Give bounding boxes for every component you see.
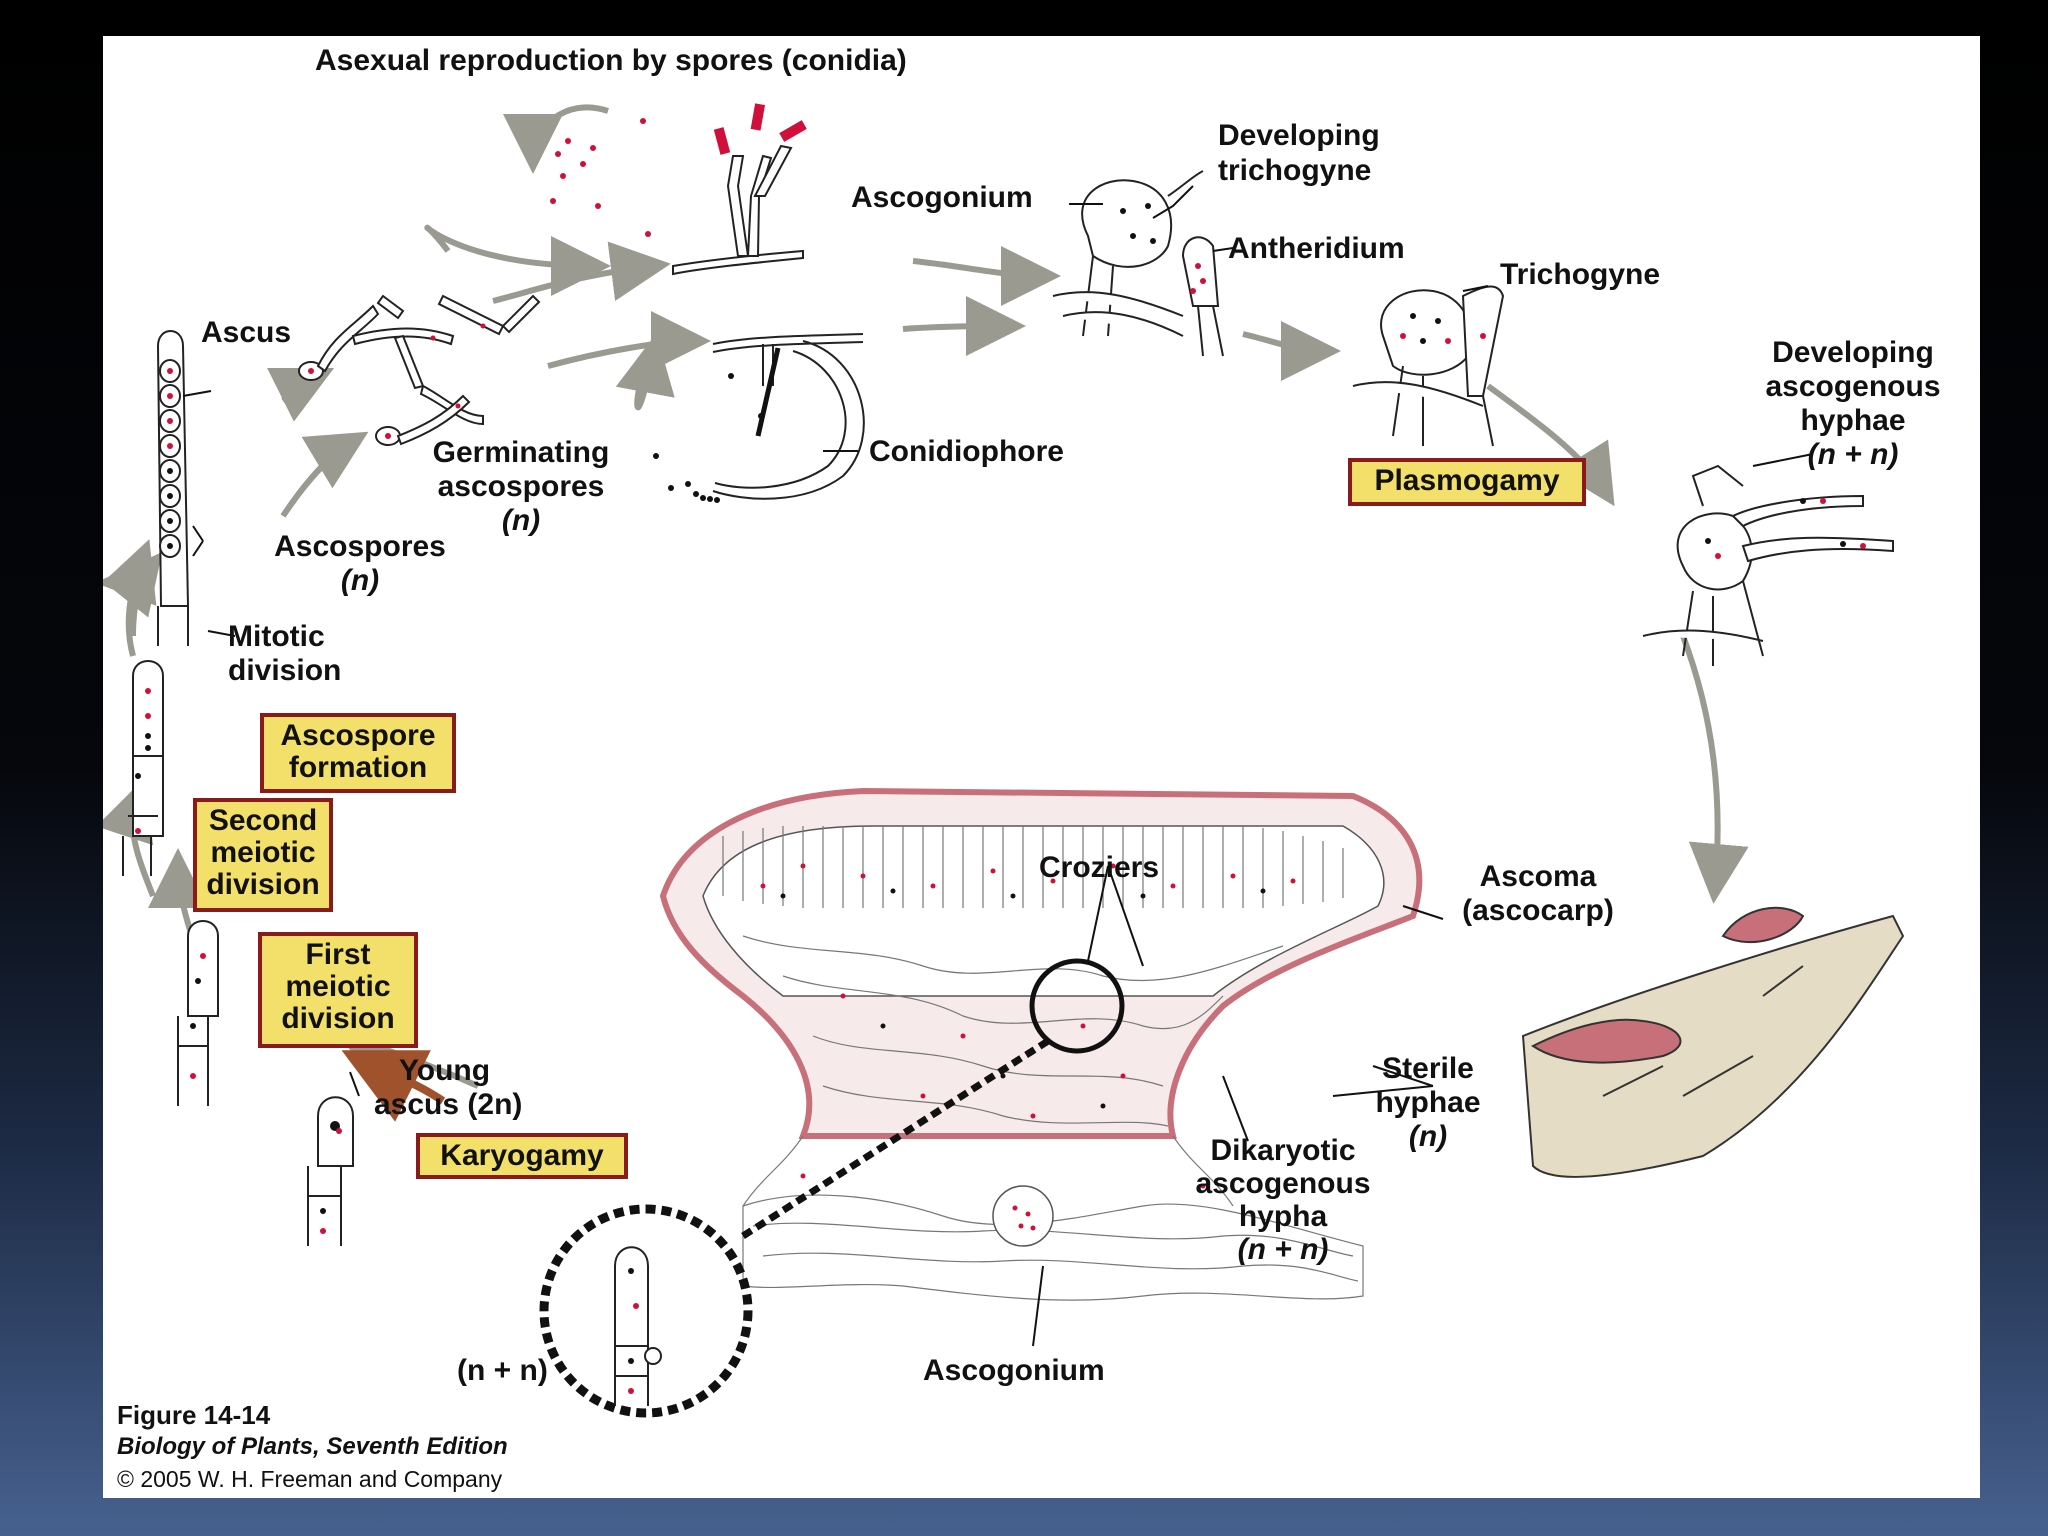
figure-caption: Figure 14-14 Biology of Plants, Seventh … (117, 1399, 508, 1495)
label-germinating-line-3: (n) (501, 504, 541, 537)
bottom-ascogonium (992, 1185, 1054, 1247)
label-sterile-line-2: hyphae (1375, 1086, 1481, 1119)
ascogenous-nuclei (1705, 498, 1866, 559)
stage-ascospore-formation: Ascospore formation (260, 713, 456, 793)
zoom-link-line (741, 1038, 1050, 1239)
label-ascus: Ascus (201, 316, 292, 349)
label-developing-trichogyne: Developing trichogyne (1218, 119, 1380, 187)
conidia-dots (550, 118, 651, 237)
ascocarp-black-nuclei (780, 888, 1266, 1109)
crozier-highlight-circle (1029, 958, 1125, 1054)
conidiophore-top (672, 103, 807, 276)
zoom-nuclei (628, 1268, 639, 1394)
label-ascogonium-bottom: Ascogonium (923, 1354, 1105, 1387)
label-ascogonium-top: Ascogonium (851, 181, 1033, 214)
label-ascoma: Ascoma (ascocarp) (1443, 860, 1633, 928)
arrow-conidia-release (503, 104, 609, 174)
ascus-first-meiotic-nuclei (190, 953, 206, 1079)
life-cycle-artwork (103, 103, 1905, 1418)
label-young-ascus-line-1: Young (399, 1054, 491, 1087)
label-dikaryotic-line-2: ascogenous (1195, 1167, 1371, 1200)
label-conidiophore: Conidiophore (869, 435, 1064, 468)
zoom-ascus (614, 1246, 662, 1406)
label-dikaryotic-hypha: Dikaryotic ascogenous hypha (n + n) (1183, 1134, 1383, 1266)
ascocarp-section (659, 787, 1423, 1301)
ascus-nuclei-red (167, 368, 173, 449)
label-sterile-line-1: Sterile (1382, 1052, 1474, 1085)
stage-first-meiotic-division: First meiotic division (258, 932, 418, 1048)
stage-plasmogamy: Plasmogamy (1348, 458, 1586, 506)
trichogyne-nuclei (1400, 313, 1486, 344)
label-croziers: Croziers (1039, 851, 1160, 884)
ascoma-on-wood (1521, 906, 1905, 1178)
lower-hyphae (752, 1222, 1359, 1282)
conidiophore-lower (712, 333, 865, 500)
arrow-spores-return (424, 224, 611, 296)
conidiophore-spores (653, 373, 764, 503)
germinating-ascospores (298, 294, 541, 446)
arrow-up-left (103, 551, 163, 637)
label-ascospores-line-2: (n) (340, 564, 380, 597)
arrow-to-ascogenous (1486, 383, 1615, 507)
arrow-karyogamy (341, 1050, 446, 1122)
stage-karyogamy: Karyogamy (416, 1133, 628, 1179)
label-developing-ascogenous-line-2: ascogenous (1765, 370, 1941, 403)
label-developing-ascogenous-line-4: (n + n) (1807, 438, 1899, 471)
leader-lines (182, 185, 1814, 1347)
label-asexual-reproduction: Asexual reproduction by spores (conidia) (315, 44, 907, 77)
label-ascospores-line-1: Ascospores (274, 530, 446, 563)
slide: Asexual reproduction by spores (conidia)… (103, 36, 1980, 1498)
young-ascus-nucleus (320, 1121, 342, 1234)
label-mitotic-line-2: division (228, 654, 342, 687)
germinating-nuclei (308, 323, 486, 439)
ascus-formation-nuclei (135, 688, 151, 834)
label-developing-ascogenous-line-1: Developing (1772, 336, 1934, 369)
label-dikaryotic-line-4: (n + n) (1237, 1233, 1329, 1266)
label-sterile-line-3: (n) (1408, 1120, 1448, 1153)
label-sterile-hyphae: Sterile hyphae (n) (1353, 1052, 1503, 1154)
ascus-first-meiotic (177, 920, 219, 1106)
label-ascospores: Ascospores (n) (260, 530, 460, 598)
label-germinating-line-2: ascospores (437, 470, 605, 503)
label-dikaryotic-line-3: hypha (1238, 1200, 1328, 1233)
arrow-to-ascogonium (912, 245, 1061, 306)
label-germinating-ascospores: Germinating ascospores (n) (401, 436, 641, 538)
label-developing-ascogenous-line-3: hyphae (1800, 404, 1906, 437)
label-mitotic-division: Mitotic division (228, 620, 341, 688)
caption-book-title: Biology of Plants, Seventh Edition (117, 1433, 508, 1460)
label-ascoma-line-2: (ascocarp) (1462, 894, 1614, 927)
ascogonium-top-nuclei (1120, 203, 1206, 294)
label-mitotic-line-1: Mitotic (228, 620, 325, 653)
arrow-to-ascoma (1680, 634, 1749, 904)
label-antheridium: Antheridium (1228, 232, 1405, 265)
arrow-germ-to-hypha-top (492, 241, 671, 304)
label-trichogyne: Trichogyne (1500, 258, 1661, 291)
label-ascoma-line-1: Ascoma (1479, 860, 1597, 893)
label-developing-ascogenous-hyphae: Developing ascogenous hyphae (n + n) (1743, 336, 1963, 472)
label-young-ascus: Young ascus (2n) (374, 1054, 522, 1122)
arrow-to-ascogonium-2 (902, 296, 1026, 357)
arrow-ascus-to-germ-b (280, 431, 369, 518)
arrow-up-conidiophore (615, 333, 675, 411)
label-dikaryotic-line-1: Dikaryotic (1210, 1134, 1356, 1167)
ascus-nuclei-black (167, 468, 173, 549)
trichogyne-drawing (1352, 285, 1505, 447)
young-ascus (307, 1096, 354, 1246)
developing-ascogenous-drawing (1642, 464, 1894, 666)
stage-second-meiotic-division: Second meiotic division (193, 798, 333, 912)
label-young-ascus-line-2: ascus (2n) (374, 1088, 523, 1121)
label-germinating-line-1: Germinating (432, 436, 610, 469)
ascus-mature (156, 330, 190, 646)
arrow-to-trichogyne (1242, 320, 1341, 381)
ascocarp-hyphae (722, 826, 1344, 1207)
label-n-plus-n: (n + n) (457, 1354, 548, 1387)
ascocarp-nuclei (760, 863, 1296, 1189)
caption-copyright: © 2005 W. H. Freeman and Company (117, 1466, 503, 1492)
caption-figure-number: Figure 14-14 (117, 1400, 271, 1430)
arrow-germ-to-hypha-bottom (547, 311, 711, 372)
ascus-ascospore-formation (122, 660, 164, 876)
